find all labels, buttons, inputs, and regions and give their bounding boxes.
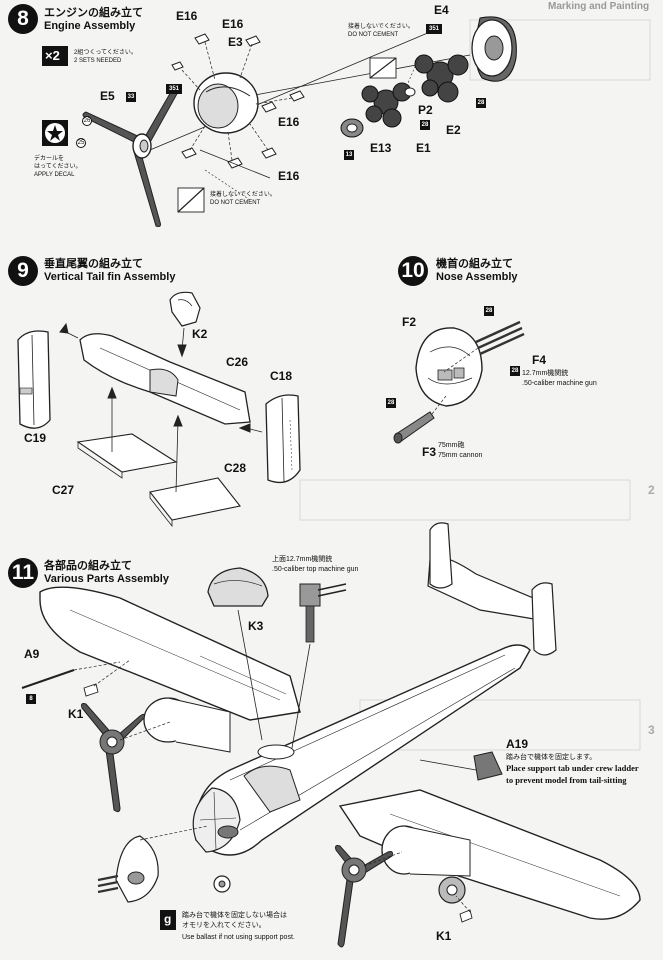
label-E1: E1 (416, 141, 431, 155)
paint-8: 8 (26, 694, 36, 704)
step-11-number: 11 (8, 558, 38, 588)
paint-28: 28 (476, 98, 486, 108)
label-F3: F3 (422, 445, 437, 459)
label-E16: E16 (278, 169, 300, 183)
label-E16: E16 (222, 17, 244, 31)
bleed-page-2: 2 (648, 483, 655, 497)
decal-jp-2: はってください。 (34, 164, 82, 170)
label-K3: K3 (248, 619, 264, 633)
aircraft-assembly-drawing (21, 522, 641, 948)
sets-en: 2 SETS NEEDED (74, 58, 122, 64)
bleed-heading: Marking and Painting (548, 1, 650, 12)
support-jp: 踏み台で機体を固定します。 (506, 754, 597, 761)
step-9-number: 9 (8, 256, 38, 286)
label-E16: E16 (176, 9, 198, 23)
no-cement-en-bottom: DO NOT CEMENT (210, 200, 261, 206)
decal-en: APPLY DECAL (34, 172, 75, 178)
paint-28: 28 (510, 366, 520, 376)
top-mg-en: .50-caliber top machine gun (272, 566, 359, 573)
ballast-en: Use ballast if not using support post. (182, 934, 295, 941)
label-C27: C27 (52, 483, 75, 497)
ballast-icon (160, 910, 176, 930)
label-E16: E16 (278, 115, 300, 129)
label-C19: C19 (24, 431, 47, 445)
sets-jp: 2組つくってください。 (74, 50, 137, 56)
label-C28: C28 (224, 461, 247, 475)
label-C26: C26 (226, 355, 249, 369)
label-A19: A19 (506, 737, 529, 751)
step-10-title-jp: 機首の組み立て (436, 258, 513, 270)
no-cement-jp-bottom: 接着しないでください。 (210, 192, 276, 198)
step-8-number: 8 (8, 4, 38, 34)
bleed-page-3: 3 (648, 723, 655, 737)
step-9-title-en: Vertical Tail fin Assembly (44, 271, 176, 283)
support-en-2: to prevent model from tail-sitting (506, 775, 627, 785)
paint-28: 28 (386, 398, 396, 408)
label-E3: E3 (228, 35, 243, 49)
label-A9: A9 (24, 647, 40, 661)
step-8-title-en: Engine Assembly (44, 20, 136, 32)
mg-en: .50-caliber machine gun (522, 380, 597, 387)
no-cement-jp-top: 接着しないでください。 (348, 24, 414, 30)
ballast-icon-label: g (164, 912, 172, 926)
step-11-title-jp: 各部品の組み立て (44, 560, 132, 572)
label-K2: K2 (192, 327, 208, 341)
ballast-jp-1: 踏み台で機体を固定しない場合は (182, 912, 287, 919)
paint-13: 13 (344, 150, 354, 160)
cannon-en: 75mm cannon (438, 452, 483, 459)
nose-assembly-drawing (393, 320, 525, 444)
step-11-title-en: Various Parts Assembly (44, 573, 169, 585)
label-C18: C18 (270, 369, 293, 383)
label-P2: P2 (418, 103, 433, 117)
tail-assembly-drawing (17, 291, 301, 528)
cannon-jp: 75mm砲 (438, 442, 465, 449)
no-cement-en-top: DO NOT CEMENT (348, 32, 399, 38)
label-E2: E2 (446, 123, 461, 137)
paint-28: 28 (420, 120, 430, 130)
step-9-title-jp: 垂直尾翼の組み立て (44, 258, 143, 270)
label-E4: E4 (434, 3, 449, 17)
label-F2: F2 (402, 315, 417, 329)
label-K1: K1 (68, 707, 84, 721)
paint-25: 25 (76, 138, 86, 148)
ballast-jp-2: オモリを入れてください。 (182, 922, 266, 929)
support-en-1: Place support tab under crew ladder (506, 763, 639, 773)
step-10-number: 10 (398, 256, 428, 286)
decal-jp-1: デカールを (34, 156, 65, 162)
paint-33: 33 (126, 92, 136, 102)
mg-jp: 12.7mm機関銃 (522, 370, 569, 377)
paint-26: 26 (82, 116, 92, 126)
step-10-title-en: Nose Assembly (436, 271, 518, 283)
top-mg-jp: 上面12.7mm機関銃 (272, 556, 333, 563)
label-E13: E13 (370, 141, 392, 155)
x2-badge (42, 46, 68, 66)
label-F4: F4 (532, 353, 547, 367)
star-decal-icon (42, 120, 68, 146)
label-E5: E5 (100, 89, 115, 103)
step-8-title-jp: エンジンの組み立て (44, 7, 143, 19)
paint-351: 351 (166, 84, 182, 94)
bleed-through (299, 19, 651, 751)
x2-label: ×2 (45, 48, 60, 63)
engine-assembly-drawing (82, 16, 517, 227)
label-K1: K1 (436, 929, 452, 943)
paint-351: 351 (426, 24, 442, 34)
paint-28: 28 (484, 306, 494, 316)
